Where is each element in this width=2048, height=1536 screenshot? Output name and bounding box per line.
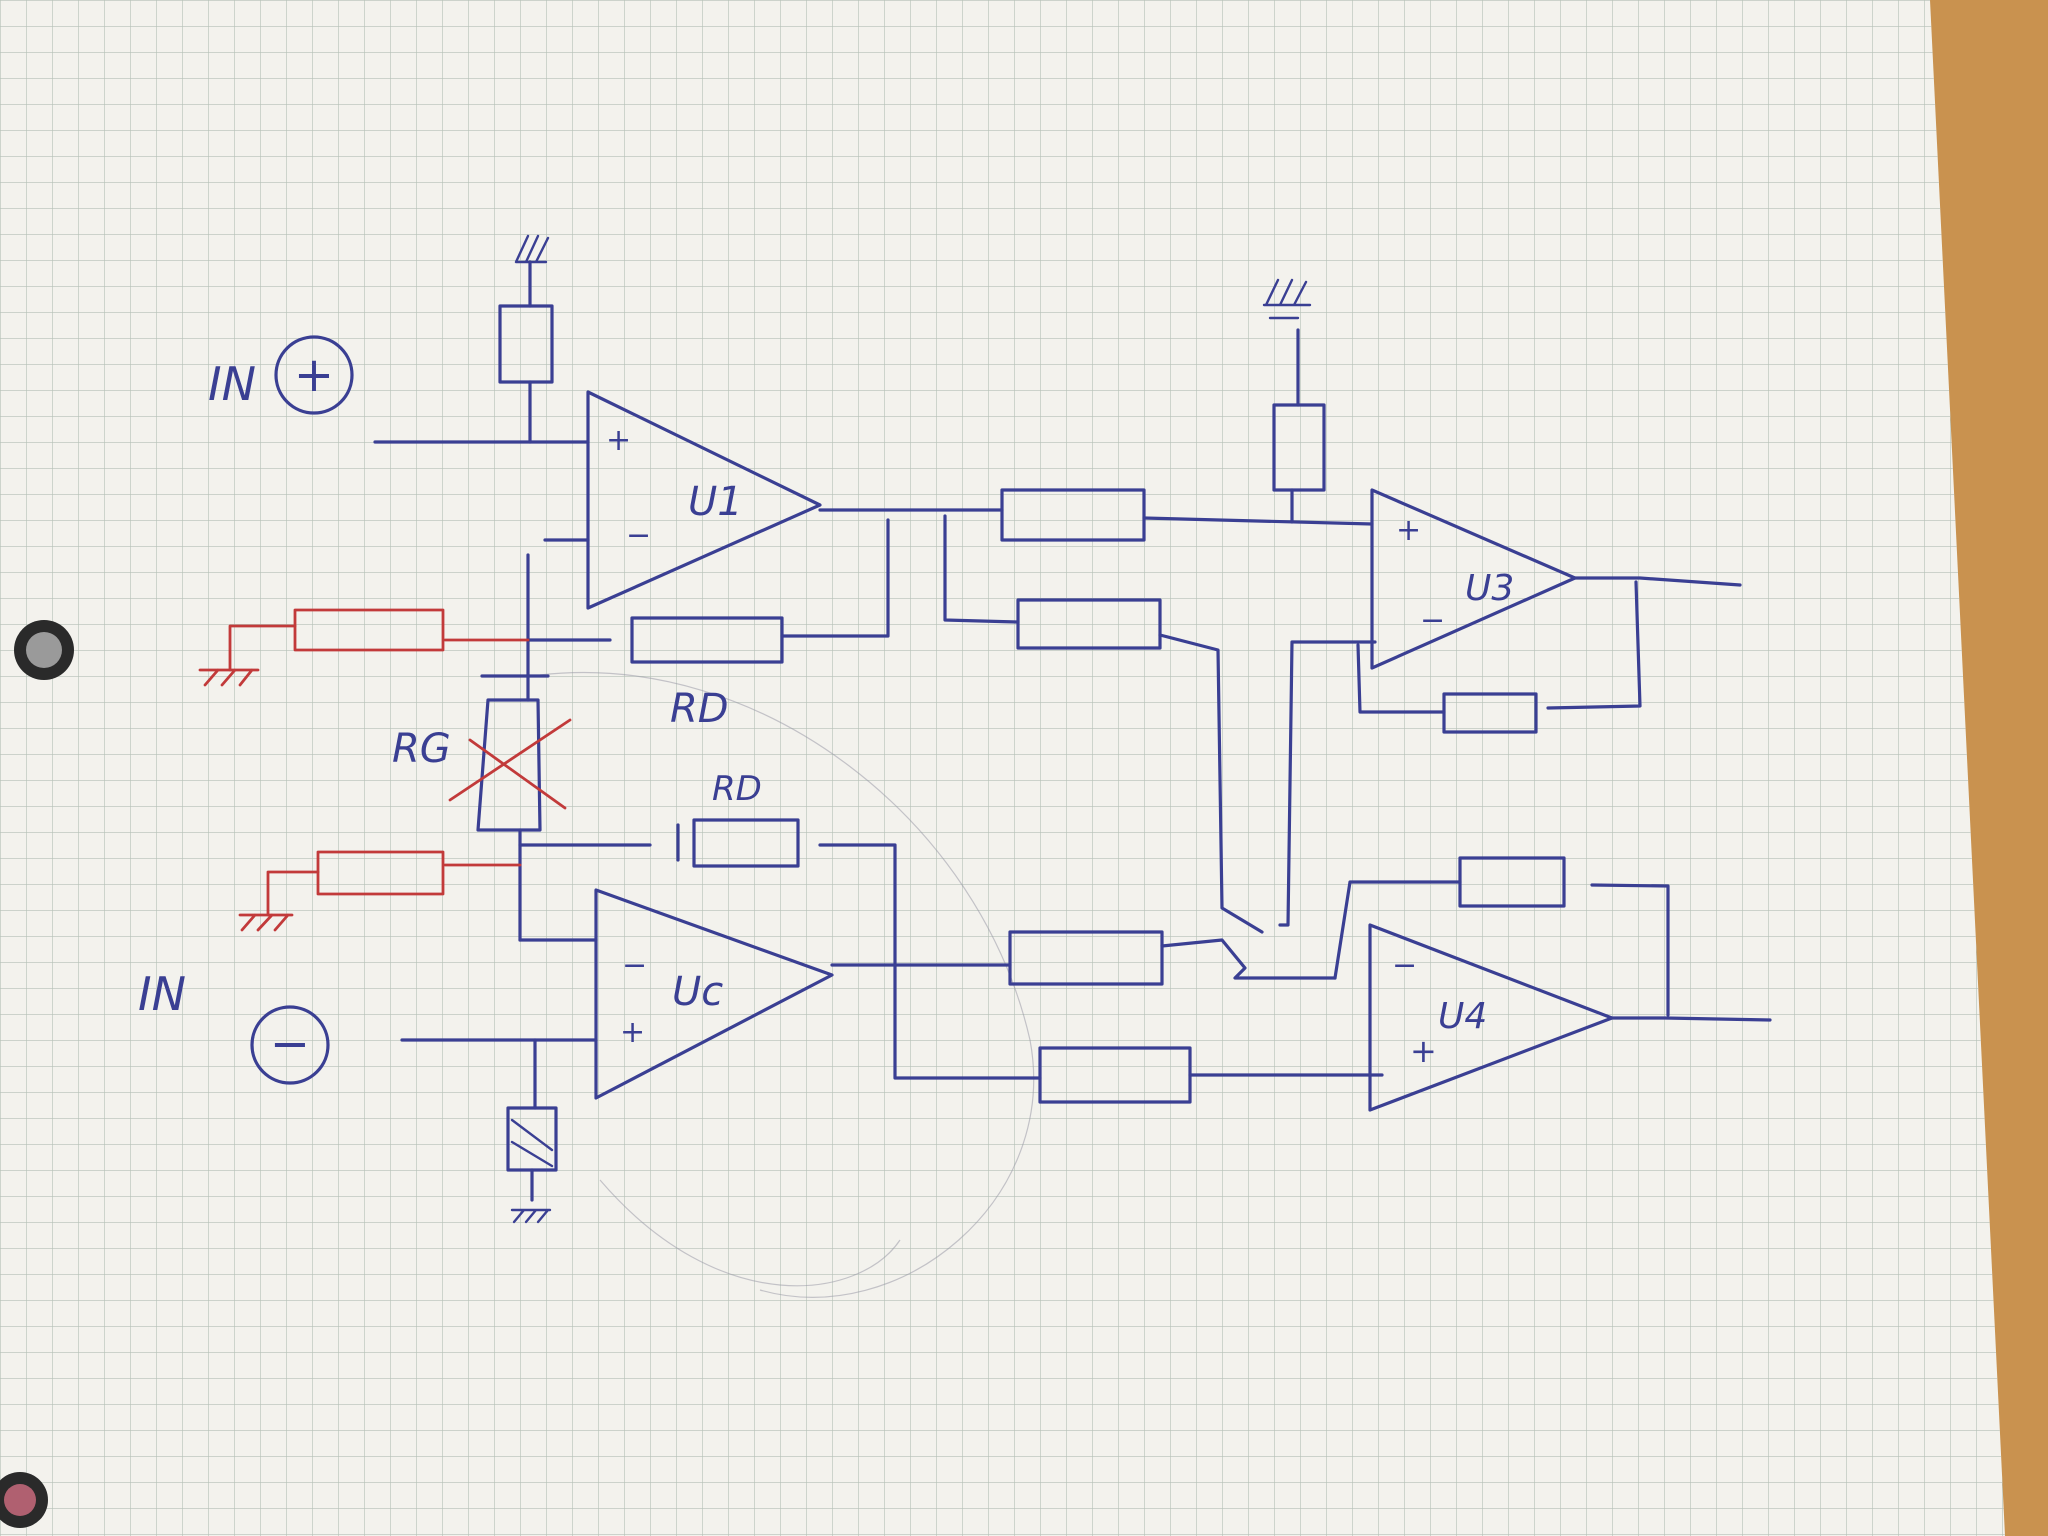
resistor-rg: RG: [392, 638, 572, 942]
resistor-rd-bottom: [692, 818, 800, 868]
opamp-u1-minus: −: [626, 518, 651, 553]
resistor-rg-label: RG: [392, 726, 451, 772]
resistor-rd-top: [630, 616, 784, 664]
opamp-u4: U4 + −: [1368, 923, 1614, 1112]
input-negative: IN −: [138, 967, 330, 1085]
u3-output-feedback: [1356, 576, 1742, 734]
resistor-u3-ref-top: [1016, 598, 1162, 650]
opamp-u2-plus: +: [620, 1015, 645, 1050]
opamp-u3-minus: −: [1420, 603, 1445, 638]
opamp-u2: Uc + −: [594, 888, 834, 1100]
opamp-u1: U1 + −: [586, 390, 822, 610]
opamp-u3-plus: +: [1396, 513, 1421, 548]
input-positive-prefix: IN: [208, 357, 256, 411]
opamp-u4-minus: −: [1392, 948, 1417, 983]
mid-network-top: [818, 488, 1374, 934]
u3-ground-resistor: [1262, 278, 1326, 524]
resistor-rd-top-label: RD: [670, 686, 729, 732]
red-resistor-bottom: [238, 850, 522, 932]
u2-input-network: [400, 1038, 598, 1224]
opamp-u2-minus: −: [622, 948, 647, 983]
resistor-rd-bottom-label: RD: [712, 769, 762, 809]
opamp-u4-label: U4: [1438, 996, 1487, 1037]
input-positive-symbol: +: [294, 347, 334, 403]
pencil-guides: [539, 671, 1035, 1298]
input-negative-prefix: IN: [138, 967, 186, 1021]
u4-output-feedback: [1333, 856, 1772, 1022]
opamp-u3-label: U3: [1465, 568, 1514, 609]
opamp-u2-label: Uc: [672, 969, 723, 1015]
opamp-u3: U3 + −: [1370, 488, 1577, 670]
punch-holes: [0, 620, 74, 1528]
opamp-u1-plus: +: [606, 423, 631, 458]
u1-input-network: [373, 234, 590, 444]
opamp-u4-plus: +: [1410, 1032, 1437, 1070]
opamp-u1-label: U1: [688, 479, 743, 525]
graph-paper-grid: [0, 0, 2005, 1536]
input-positive: IN +: [208, 335, 354, 415]
resistor-u3-input: [1000, 488, 1146, 542]
red-resistor-top: [198, 608, 530, 687]
u2-feedback-network: RD: [518, 769, 897, 967]
crossover-wire: [1278, 640, 1377, 927]
input-negative-symbol: −: [270, 1016, 310, 1072]
resistor-u4-input: [1008, 930, 1164, 986]
mid-network-bottom: [830, 930, 1384, 1104]
